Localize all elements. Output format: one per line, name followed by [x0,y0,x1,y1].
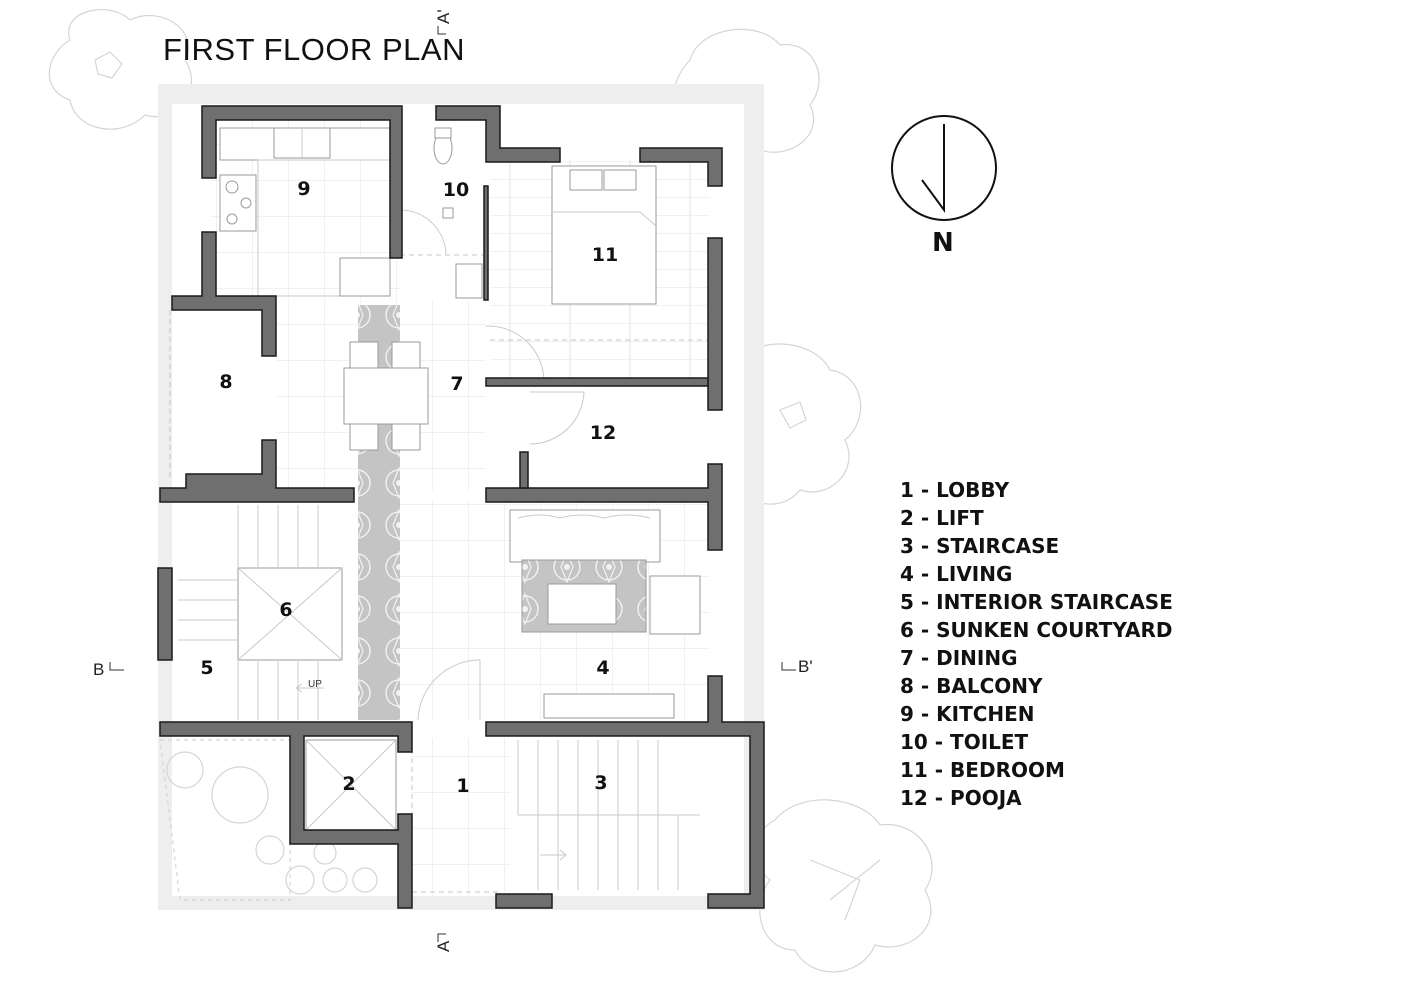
legend-item: 10 - TOILET [900,730,1029,754]
room-number: 11 [591,244,619,266]
room-number: 8 [219,371,233,393]
room-number: 10 [442,179,470,201]
north-label: N [932,228,954,258]
dining-table [343,341,429,451]
room-number: 7 [450,373,464,395]
kitchen-fixtures [219,127,391,297]
section-a-bottom: A [434,940,453,952]
living-furniture [509,509,701,719]
legend-item: 3 - STAIRCASE [900,534,1060,558]
legend-item: 1 - LOBBY [900,478,1010,502]
legend-item: 2 - LIFT [900,506,984,530]
tree-outlines [48,9,933,973]
bedroom-furniture [490,165,710,341]
room-number: 1 [456,775,470,797]
legend-item: 9 - KITCHEN [900,702,1035,726]
legend-item: 11 - BEDROOM [900,758,1065,782]
room-number: 9 [297,178,311,200]
stair-up-label: UP [308,679,322,690]
legend-item: 6 - SUNKEN COURTYARD [900,618,1173,642]
legend-item: 7 - DINING [900,646,1018,670]
room-number: 6 [279,599,293,621]
toilet-fixtures [400,127,486,299]
legend-item: 4 - LIVING [900,562,1013,586]
room-legend: 1 - LOBBY 2 - LIFT 3 - STAIRCASE 4 - LIV… [900,476,1173,812]
plan-title: FIRST FLOOR PLAN [163,32,465,67]
room-number: 5 [200,657,214,679]
room-number: 2 [342,773,356,795]
courtyard-and-stairs [178,505,700,890]
legend-item: 8 - BALCONY [900,674,1043,698]
section-a-top: A' [434,9,453,24]
section-b-left: B [93,660,105,679]
section-b-right: B' [798,657,813,676]
legend-item: 12 - POOJA [900,786,1022,810]
section-markers [109,26,796,942]
north-arrow-icon [891,115,997,221]
room-number: 3 [594,772,608,794]
room-number: 12 [589,422,617,444]
room-number: 4 [596,657,610,679]
walls [157,105,765,909]
legend-item: 5 - INTERIOR STAIRCASE [900,590,1173,614]
